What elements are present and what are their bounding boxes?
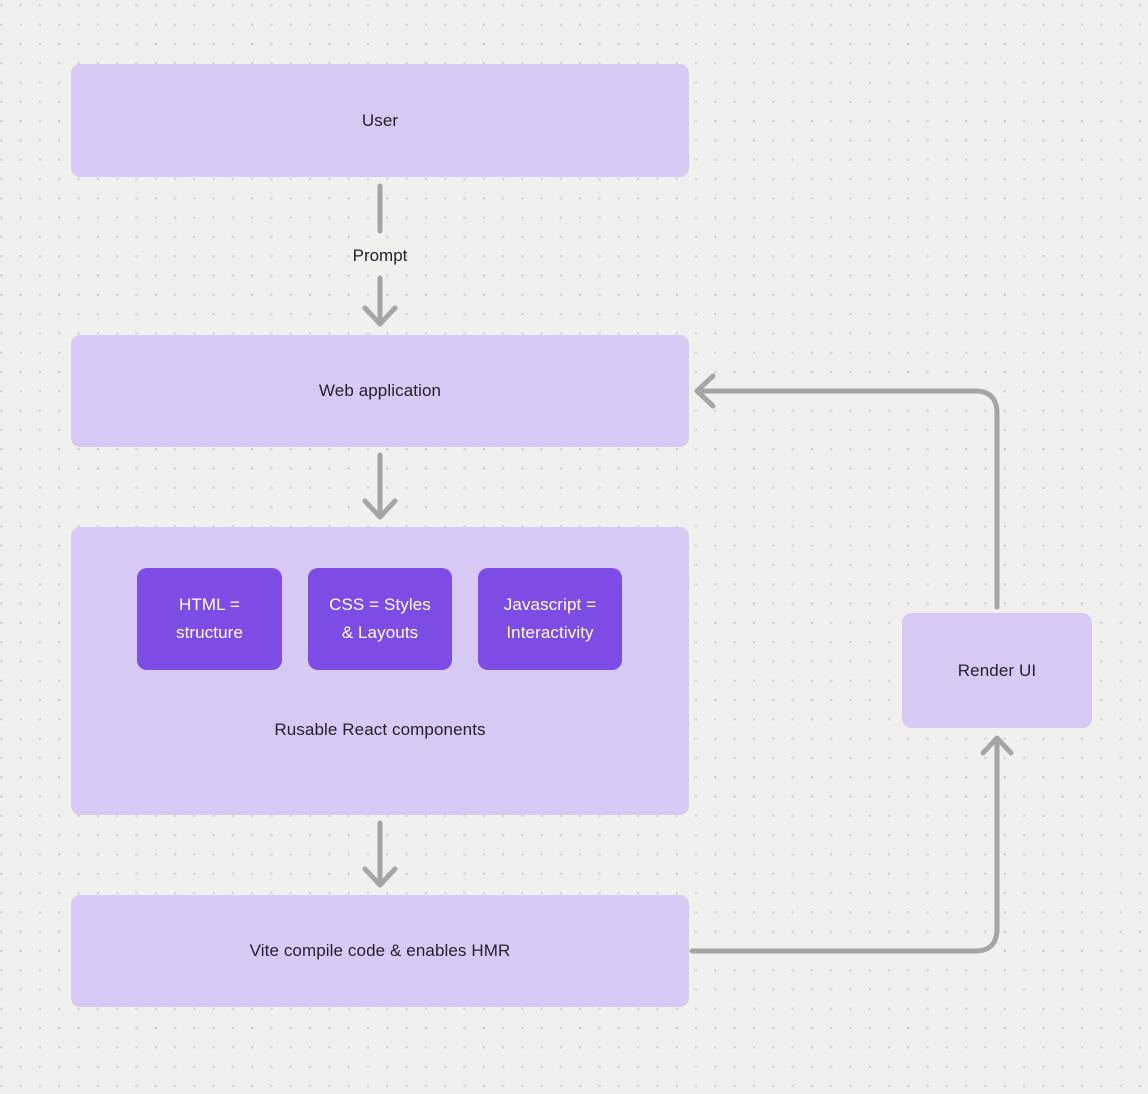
node-web-application: Web application	[71, 335, 689, 447]
chip-line: & Layouts	[341, 623, 419, 642]
chip-line: Interactivity	[506, 623, 594, 642]
chip-line: Javascript =	[503, 595, 597, 614]
components-group-caption: Rusable React components	[274, 720, 486, 739]
arrowhead-down-icon	[362, 866, 398, 888]
node-user-label: User	[361, 110, 399, 130]
edge-renderui-webapp	[698, 388, 1000, 610]
node-javascript-interactivity: Javascript = Interactivity	[478, 568, 622, 670]
node-vite-compiler: Vite compile code & enables HMR	[71, 895, 689, 1007]
arrowhead-left-icon	[694, 373, 716, 409]
arrowhead-down-icon	[362, 305, 398, 327]
edge-label-prompt: Prompt	[352, 246, 408, 265]
node-vite-compiler-label: Vite compile code & enables HMR	[249, 941, 511, 960]
node-render-ui-label: Render UI	[957, 660, 1037, 680]
node-render-ui: Render UI	[902, 613, 1092, 728]
chip-line: CSS = Styles	[329, 595, 431, 614]
node-html-structure: HTML = structure	[137, 568, 282, 670]
node-css-styles: CSS = Styles & Layouts	[308, 568, 452, 670]
node-react-components-group: HTML = structure CSS = Styles & Layouts …	[71, 527, 689, 815]
node-user: User	[71, 64, 689, 177]
node-web-application-label: Web application	[318, 381, 442, 400]
arrowhead-down-icon	[362, 498, 398, 520]
edge-vite-renderui	[689, 738, 1000, 954]
chip-line: HTML =	[179, 595, 240, 614]
chip-line: structure	[175, 623, 244, 642]
arrowhead-up-icon	[980, 735, 1014, 756]
